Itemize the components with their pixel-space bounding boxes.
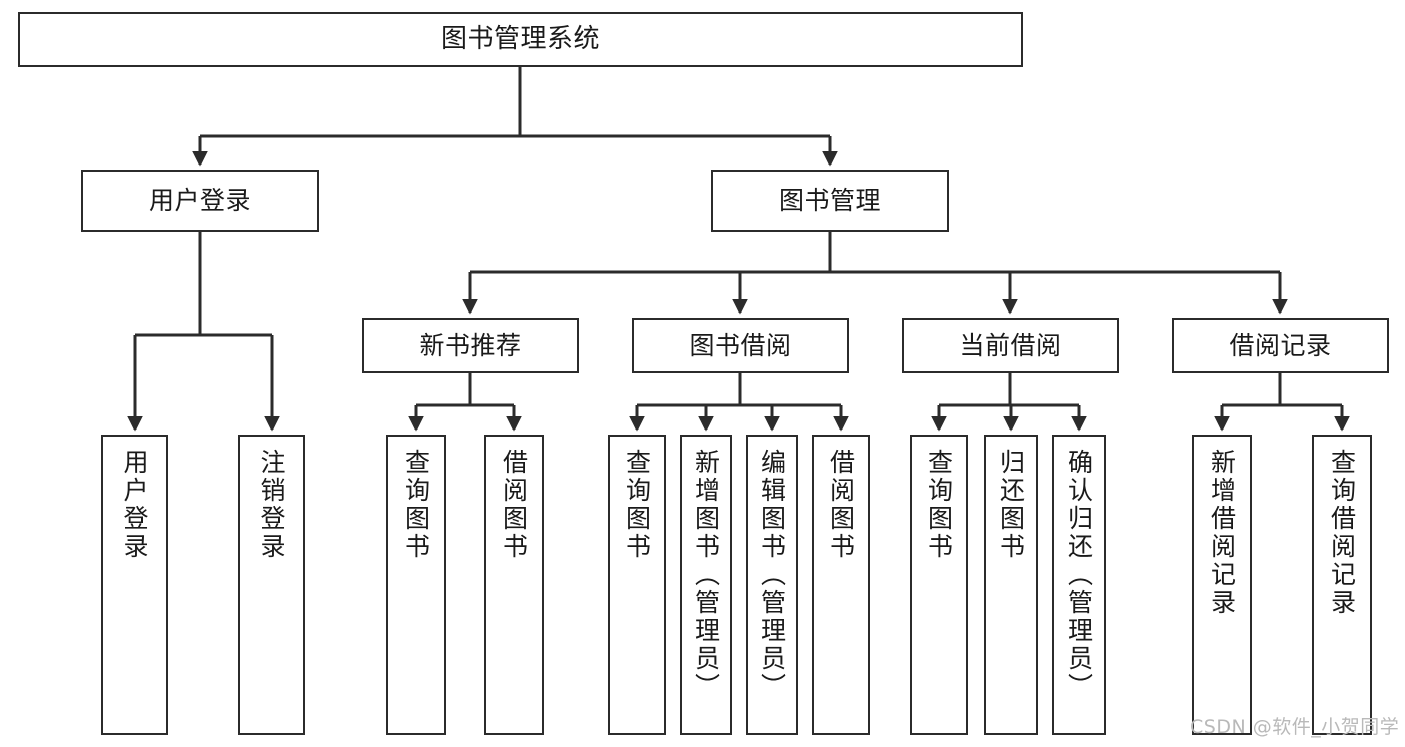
node-borrow-record[interactable]: 借阅记录 <box>1172 318 1389 373</box>
node-user-login-label: 用户登录 <box>148 186 251 216</box>
node-leaf-query-book-2[interactable]: 查询图书 <box>608 435 666 735</box>
node-book-manage[interactable]: 图书管理 <box>711 170 949 232</box>
node-root[interactable]: 图书管理系统 <box>18 12 1023 67</box>
node-leaf-query-record[interactable]: 查询借阅记录 <box>1312 435 1372 735</box>
node-leaf-query-record-label: 查询借阅记录 <box>1327 449 1357 617</box>
csdn-watermark: CSDN @软件_小贺同学 <box>1190 716 1400 738</box>
node-leaf-return-book-label: 归还图书 <box>996 449 1026 561</box>
node-leaf-user-login-label: 用户登录 <box>120 449 149 561</box>
node-current-borrow[interactable]: 当前借阅 <box>902 318 1119 373</box>
node-new-book-recommend-label: 新书推荐 <box>419 330 522 360</box>
node-user-login[interactable]: 用户登录 <box>81 170 319 232</box>
node-leaf-confirm-return-label: 确认归还（管理员） <box>1064 449 1094 701</box>
node-root-label: 图书管理系统 <box>440 24 600 55</box>
node-leaf-borrow-book-1[interactable]: 借阅图书 <box>484 435 544 735</box>
node-leaf-query-book-1-label: 查询图书 <box>401 449 431 561</box>
node-book-manage-label: 图书管理 <box>778 186 881 216</box>
node-leaf-add-book[interactable]: 新增图书（管理员） <box>680 435 732 735</box>
node-leaf-query-book-1[interactable]: 查询图书 <box>386 435 446 735</box>
node-leaf-user-logout[interactable]: 注销登录 <box>238 435 305 735</box>
node-leaf-add-record-label: 新增借阅记录 <box>1207 449 1237 617</box>
node-leaf-confirm-return[interactable]: 确认归还（管理员） <box>1052 435 1106 735</box>
node-leaf-return-book[interactable]: 归还图书 <box>984 435 1038 735</box>
node-book-borrow[interactable]: 图书借阅 <box>632 318 849 373</box>
node-leaf-borrow-book-2-label: 借阅图书 <box>826 449 856 561</box>
node-leaf-borrow-book-2[interactable]: 借阅图书 <box>812 435 870 735</box>
node-leaf-query-book-2-label: 查询图书 <box>622 449 652 561</box>
node-leaf-edit-book-label: 编辑图书（管理员） <box>757 449 787 701</box>
node-book-borrow-label: 图书借阅 <box>689 330 792 360</box>
node-new-book-recommend[interactable]: 新书推荐 <box>362 318 579 373</box>
node-leaf-user-login[interactable]: 用户登录 <box>101 435 168 735</box>
node-leaf-add-record[interactable]: 新增借阅记录 <box>1192 435 1252 735</box>
node-current-borrow-label: 当前借阅 <box>959 330 1062 360</box>
node-leaf-add-book-label: 新增图书（管理员） <box>691 449 721 701</box>
node-leaf-borrow-book-1-label: 借阅图书 <box>499 449 529 561</box>
node-leaf-query-book-3-label: 查询图书 <box>924 449 954 561</box>
node-leaf-user-logout-label: 注销登录 <box>257 449 286 561</box>
node-borrow-record-label: 借阅记录 <box>1229 330 1332 360</box>
node-leaf-edit-book[interactable]: 编辑图书（管理员） <box>746 435 798 735</box>
node-leaf-query-book-3[interactable]: 查询图书 <box>910 435 968 735</box>
